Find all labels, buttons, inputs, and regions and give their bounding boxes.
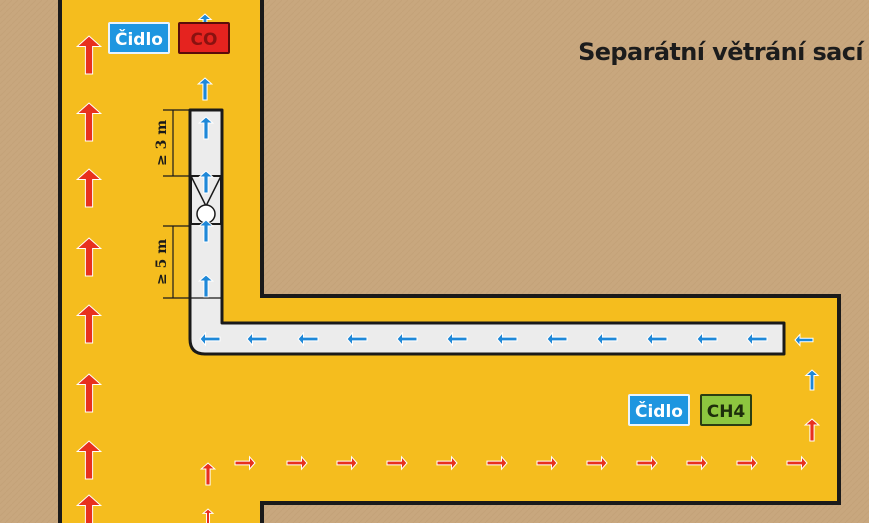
blue-arrow-icon (197, 116, 215, 140)
red-arrow-icon (436, 455, 458, 471)
red-arrow-icon (786, 455, 808, 471)
blue-arrow-icon (297, 331, 319, 347)
blue-arrow-icon (199, 331, 221, 347)
blue-arrow-icon (196, 77, 214, 101)
red-arrow-icon (536, 455, 558, 471)
sensor-label-co: Čidlo (108, 22, 170, 54)
blue-arrow-icon (197, 170, 215, 194)
red-arrow-icon (75, 35, 103, 75)
red-arrow-icon (686, 455, 708, 471)
blue-arrow-icon (546, 331, 568, 347)
blue-arrow-icon (197, 274, 215, 298)
red-arrow-icon (586, 455, 608, 471)
blue-arrow-icon (446, 331, 468, 347)
red-arrow-icon (486, 455, 508, 471)
sensor-gas-co: CO (178, 22, 230, 54)
blue-arrow-icon (794, 333, 814, 347)
tunnel (58, 0, 841, 523)
red-arrow-icon (75, 304, 103, 344)
blue-arrow-icon (596, 331, 618, 347)
red-arrow-icon (803, 418, 821, 442)
red-arrow-icon (201, 508, 215, 523)
red-arrow-icon (75, 494, 103, 523)
red-arrow-icon (736, 455, 758, 471)
red-arrow-icon (75, 168, 103, 208)
blue-arrow-icon (496, 331, 518, 347)
blue-arrow-icon (246, 331, 268, 347)
blue-arrow-icon (804, 369, 820, 391)
page-title: Separátní větrání sací (578, 38, 864, 66)
sensor-gas-ch4: CH4 (700, 394, 752, 426)
red-arrow-icon (199, 462, 217, 486)
blue-arrow-icon (696, 331, 718, 347)
dimension-upper-label: ≥ 3 m (154, 120, 170, 166)
dimension-lines (163, 109, 222, 299)
red-arrow-icon (75, 237, 103, 277)
red-arrow-icon (336, 455, 358, 471)
blue-arrow-icon (746, 331, 768, 347)
red-arrow-icon (234, 455, 256, 471)
blue-arrow-icon (197, 219, 215, 243)
duct (188, 108, 786, 356)
red-arrow-icon (75, 102, 103, 142)
blue-arrow-icon (396, 331, 418, 347)
red-arrow-icon (75, 373, 103, 413)
red-arrow-icon (286, 455, 308, 471)
sensor-label-ch4: Čidlo (628, 394, 690, 426)
blue-arrow-icon (346, 331, 368, 347)
red-arrow-icon (636, 455, 658, 471)
blue-arrow-icon (646, 331, 668, 347)
dimension-lower-label: ≥ 5 m (154, 239, 170, 285)
red-arrow-icon (75, 440, 103, 480)
red-arrow-icon (386, 455, 408, 471)
